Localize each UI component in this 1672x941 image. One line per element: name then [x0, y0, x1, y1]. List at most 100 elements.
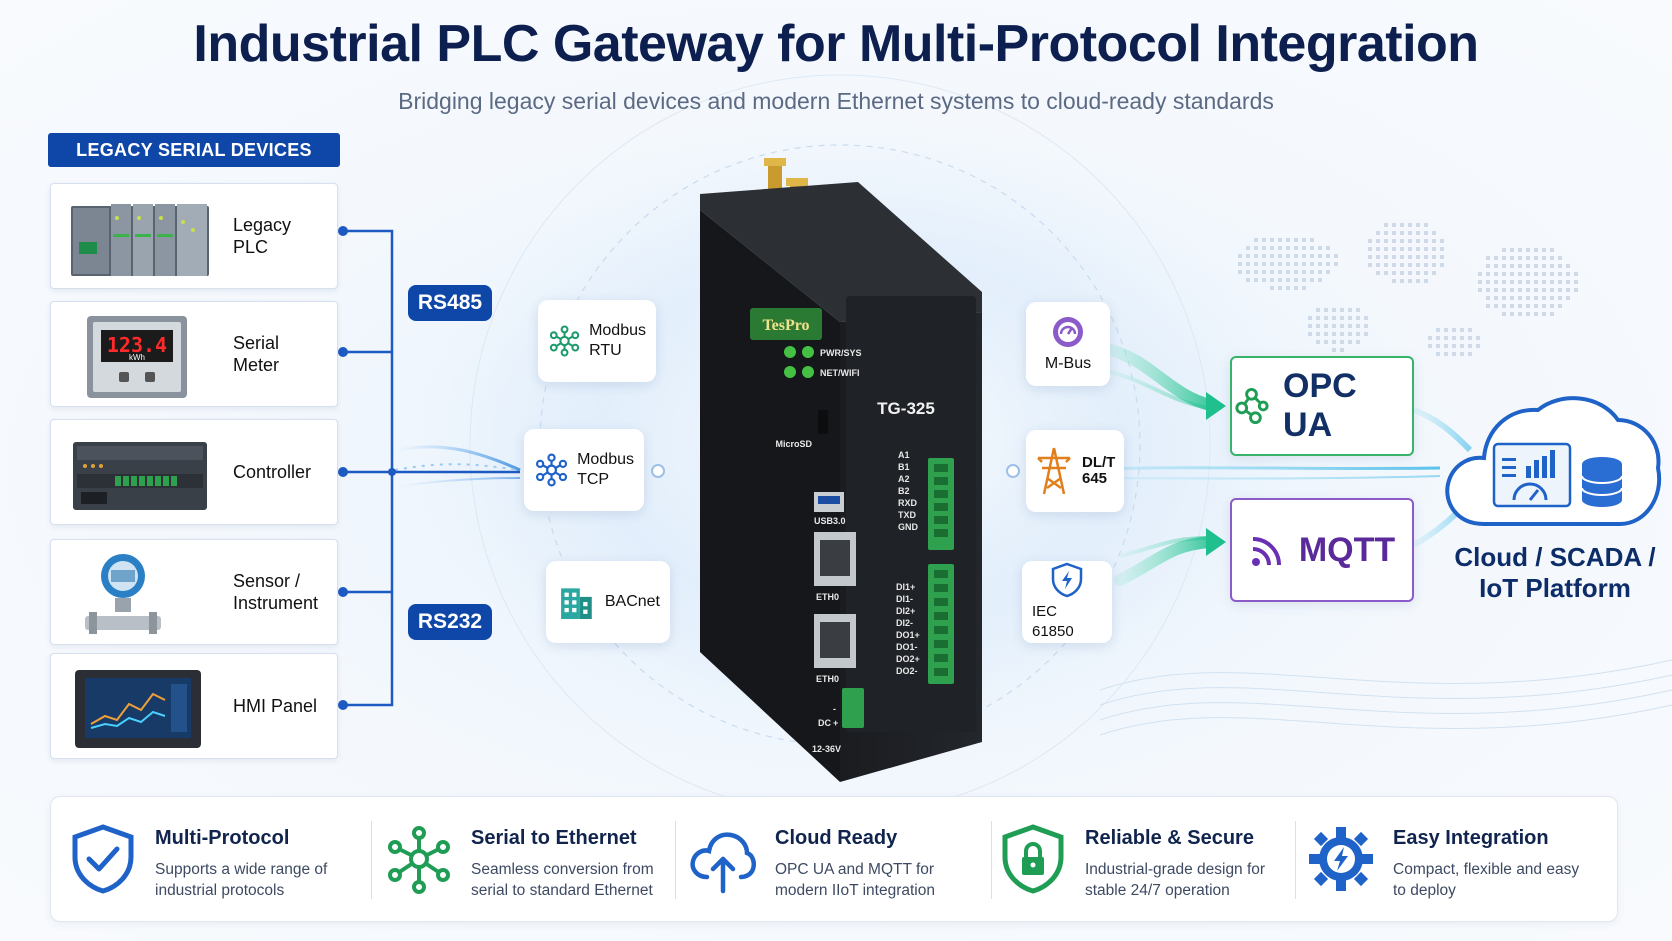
map-dot	[1310, 270, 1314, 274]
map-dot	[1436, 352, 1440, 356]
map-dot	[1392, 223, 1396, 227]
map-dot	[1440, 239, 1444, 243]
serial-terminal-block	[928, 458, 954, 550]
device-label-serial-meter: Serial Meter	[233, 333, 280, 375]
device-card-controller[interactable]: Controller	[50, 419, 338, 525]
map-dot	[1318, 262, 1322, 266]
model-label: TG-325	[877, 399, 935, 418]
map-dot	[1400, 247, 1404, 251]
map-dot	[1302, 246, 1306, 250]
map-dot	[1356, 316, 1360, 320]
map-dot	[1340, 316, 1344, 320]
map-dot	[1278, 270, 1282, 274]
map-dot	[1384, 263, 1388, 267]
protocol-card-modbus-rtu[interactable]: Modbus RTU	[538, 300, 656, 382]
map-dot	[1574, 280, 1578, 284]
map-dot	[1526, 248, 1530, 252]
map-dot	[1494, 264, 1498, 268]
map-dot	[1400, 255, 1404, 259]
io-pin-label-6: DO2+	[896, 654, 920, 664]
cloud-upload-icon	[690, 832, 756, 894]
map-dot	[1510, 304, 1514, 308]
io-pin-label-4: DO1+	[896, 630, 920, 640]
device-card-hmi[interactable]: HMI Panel	[50, 653, 338, 759]
map-dot	[1408, 239, 1412, 243]
map-dot	[1460, 352, 1464, 356]
map-dot	[1308, 332, 1312, 336]
map-dot	[1486, 256, 1490, 260]
map-dot	[1270, 262, 1274, 266]
map-dot	[1270, 270, 1274, 274]
map-dot	[1254, 238, 1258, 242]
map-dot	[1324, 308, 1328, 312]
device-card-sensor[interactable]: Sensor / Instrument	[50, 539, 338, 645]
map-dot	[1510, 280, 1514, 284]
map-dot	[1294, 262, 1298, 266]
led-label-pwr: PWR/SYS	[820, 348, 862, 358]
controller-icon	[73, 442, 207, 510]
protocol-label-bacnet: BACnet	[604, 593, 660, 610]
device-card-serial-meter[interactable]: 123.4 kWh Serial Meter	[50, 301, 338, 407]
map-dot	[1510, 288, 1514, 292]
target-card-mqtt[interactable]: MQTT	[1230, 498, 1414, 602]
protocol-card-mbus[interactable]: M-Bus	[1026, 302, 1110, 386]
map-dot	[1518, 272, 1522, 276]
feature-reliable-secure: Reliable & Secure Industrial-grade desig…	[981, 797, 1287, 923]
map-dot	[1416, 231, 1420, 235]
map-dot	[1452, 344, 1456, 348]
map-dot	[1542, 264, 1546, 268]
map-dot	[1310, 278, 1314, 282]
network-nodes-icon	[535, 453, 568, 487]
map-dot	[1262, 262, 1266, 266]
map-dot	[1246, 254, 1250, 258]
feature-divider	[991, 821, 992, 899]
map-dot	[1254, 270, 1258, 274]
map-dot	[1278, 286, 1282, 290]
map-dot	[1510, 248, 1514, 252]
protocol-card-iec61850[interactable]: IEC 61850	[1022, 561, 1112, 643]
shield-lock-icon	[1002, 824, 1064, 894]
meter-unit: kWh	[129, 353, 145, 362]
map-dot	[1518, 280, 1522, 284]
io-pin-label-3: DI2-	[896, 618, 913, 628]
map-dot	[1286, 270, 1290, 274]
map-dot	[1368, 255, 1372, 259]
map-dot	[1392, 263, 1396, 267]
map-dot	[1502, 272, 1506, 276]
protocol-card-modbus-tcp[interactable]: Modbus TCP	[524, 429, 644, 511]
map-dot	[1476, 336, 1480, 340]
map-dot	[1308, 324, 1312, 328]
map-dot	[1302, 278, 1306, 282]
device-card-legacy-plc[interactable]: Legacy PLC	[50, 183, 338, 289]
map-dot	[1460, 344, 1464, 348]
map-dot	[1302, 254, 1306, 258]
protocol-card-dlt645[interactable]: DL/T 645	[1026, 430, 1124, 512]
map-dot	[1494, 256, 1498, 260]
map-dot	[1310, 246, 1314, 250]
map-dot	[1510, 312, 1514, 316]
map-dot	[1542, 248, 1546, 252]
map-dot	[1518, 288, 1522, 292]
map-dot	[1518, 256, 1522, 260]
map-dot	[1444, 336, 1448, 340]
map-dot	[1302, 286, 1306, 290]
io-pin-label-7: DO2-	[896, 666, 918, 676]
map-dot	[1416, 239, 1420, 243]
target-card-opcua[interactable]: OPC UA	[1230, 356, 1414, 456]
map-dot	[1510, 272, 1514, 276]
map-dot	[1400, 231, 1404, 235]
map-dot	[1384, 255, 1388, 259]
protocol-card-bacnet[interactable]: BACnet	[546, 561, 670, 643]
map-dot	[1392, 247, 1396, 251]
feature-title: Reliable & Secure	[1085, 827, 1254, 849]
map-dot	[1534, 296, 1538, 300]
map-dot	[1364, 332, 1368, 336]
map-dot	[1332, 348, 1336, 352]
feature-title: Serial to Ethernet	[471, 827, 637, 849]
map-dot	[1558, 288, 1562, 292]
map-dot	[1542, 288, 1546, 292]
map-dot	[1424, 255, 1428, 259]
map-dot	[1246, 262, 1250, 266]
map-dot	[1478, 288, 1482, 292]
